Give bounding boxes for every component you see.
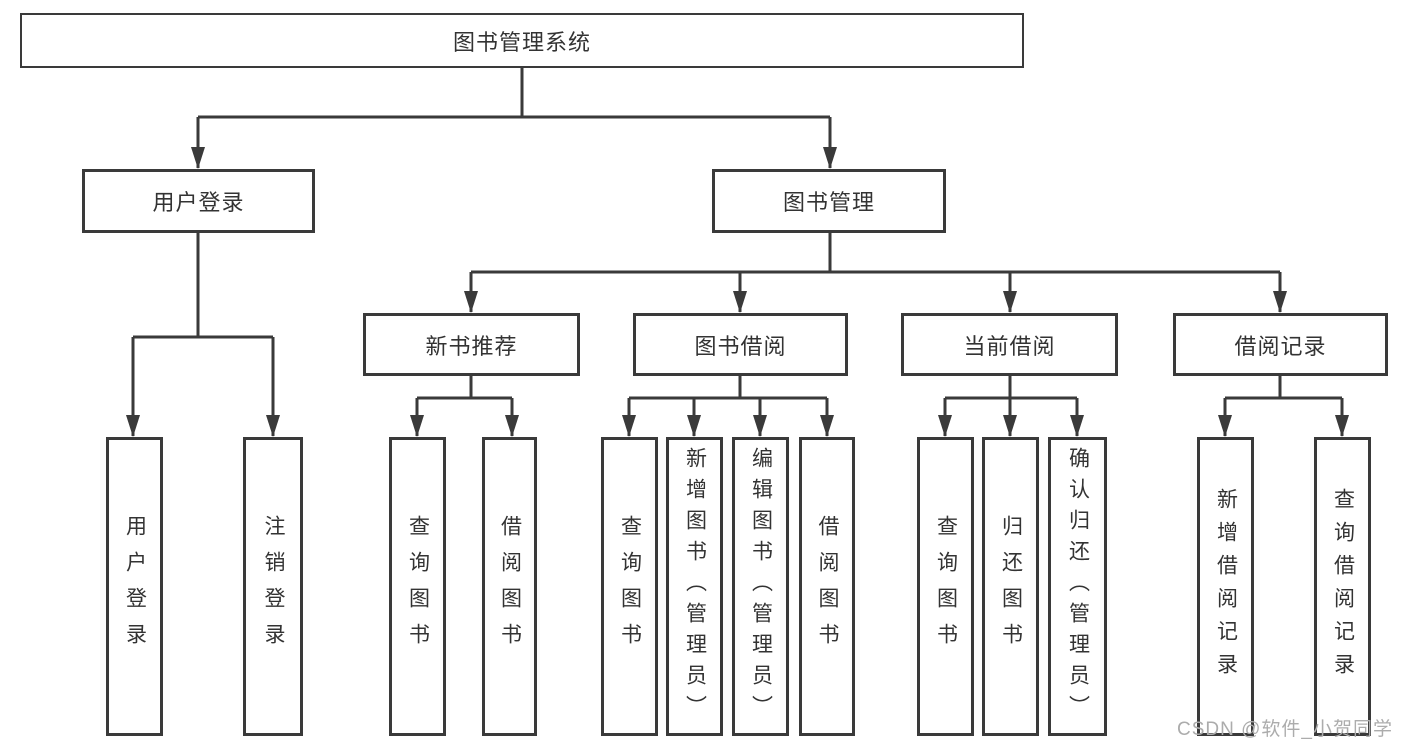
leaf-borrow-books-recommend: 借阅图书 bbox=[482, 437, 537, 736]
leaf-query-books-borrow: 查询图书 bbox=[601, 437, 658, 736]
leaf-add-borrow-record: 新增借阅记录 bbox=[1197, 437, 1254, 736]
node-new-book-recommend: 新书推荐 bbox=[363, 313, 580, 376]
node-current-borrow: 当前借阅 bbox=[901, 313, 1118, 376]
leaf-confirm-return-admin: 确认归还（管理员） bbox=[1048, 437, 1107, 736]
leaf-query-borrow-record: 查询借阅记录 bbox=[1314, 437, 1371, 736]
leaf-logout: 注销登录 bbox=[243, 437, 303, 736]
node-borrow-records: 借阅记录 bbox=[1173, 313, 1388, 376]
leaf-borrow-books: 借阅图书 bbox=[799, 437, 855, 736]
csdn-watermark: CSDN @软件_小贺同学 bbox=[1177, 719, 1393, 740]
leaf-user-login: 用户登录 bbox=[106, 437, 163, 736]
leaf-query-books-current: 查询图书 bbox=[917, 437, 974, 736]
leaf-return-books: 归还图书 bbox=[982, 437, 1039, 736]
leaf-add-books-admin: 新增图书（管理员） bbox=[666, 437, 723, 736]
leaf-query-books-recommend: 查询图书 bbox=[389, 437, 446, 736]
node-book-borrow: 图书借阅 bbox=[633, 313, 848, 376]
node-user-login: 用户登录 bbox=[82, 169, 315, 233]
node-root-system: 图书管理系统 bbox=[20, 13, 1024, 68]
node-book-management: 图书管理 bbox=[712, 169, 946, 233]
leaf-edit-books-admin: 编辑图书（管理员） bbox=[732, 437, 789, 736]
